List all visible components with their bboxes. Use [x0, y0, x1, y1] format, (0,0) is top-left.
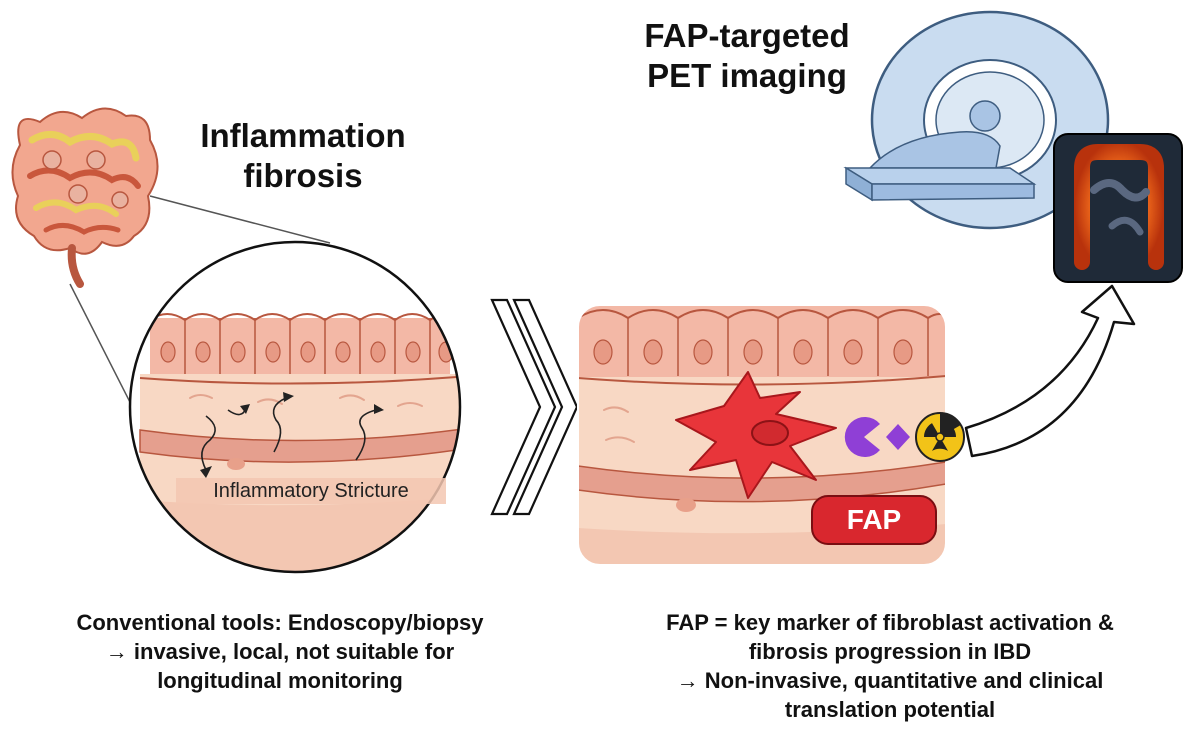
fap-badge-label: FAP	[846, 504, 902, 535]
fap-tracer-icon	[844, 416, 910, 458]
right-caption: FAP = key marker of fibroblast activatio…	[580, 608, 1200, 724]
pet-heading-line-1: FAP-targeted	[644, 17, 850, 54]
zoom-line-bottom	[69, 283, 137, 415]
left-caption-line-1: Conventional tools: Endoscopy/biopsy	[76, 610, 484, 635]
right-caption-line-2: fibrosis progression in IBD	[748, 639, 1032, 664]
left-caption-line-3: longitudinal monitoring	[157, 668, 403, 693]
imaging-feedback-arrow-icon	[964, 284, 1136, 458]
heading-line-2: fibrosis	[243, 157, 363, 194]
left-caption-line-2: → invasive, local, not suitable for	[105, 639, 455, 664]
pet-imaging-heading: FAP-targeted PET imaging	[622, 16, 872, 96]
pet-scanner-icon	[843, 10, 1110, 230]
right-caption-line-3: → Non-invasive, quantitative and clinica…	[676, 668, 1104, 693]
pet-heading-line-2: PET imaging	[647, 57, 847, 94]
right-caption-line-4: translation potential	[784, 697, 996, 722]
activated-fibroblast-icon	[675, 371, 837, 499]
fap-tissue-panel	[577, 304, 947, 566]
stricture-tissue-circle	[128, 240, 462, 574]
stricture-label: Inflammatory Stricture	[176, 478, 446, 504]
inflammation-fibrosis-heading: Inflammation fibrosis	[168, 116, 438, 196]
heading-line-1: Inflammation	[200, 117, 406, 154]
right-caption-line-1: FAP = key marker of fibroblast activatio…	[666, 610, 1114, 635]
colon-pet-image-icon	[1053, 133, 1183, 283]
fap-badge	[811, 495, 937, 545]
zoom-line-top	[149, 195, 331, 244]
radiation-icon	[915, 412, 965, 462]
progression-arrow-icon	[490, 298, 579, 516]
intestine-icon	[11, 107, 159, 288]
left-caption: Conventional tools: Endoscopy/biopsy → i…	[0, 608, 560, 695]
